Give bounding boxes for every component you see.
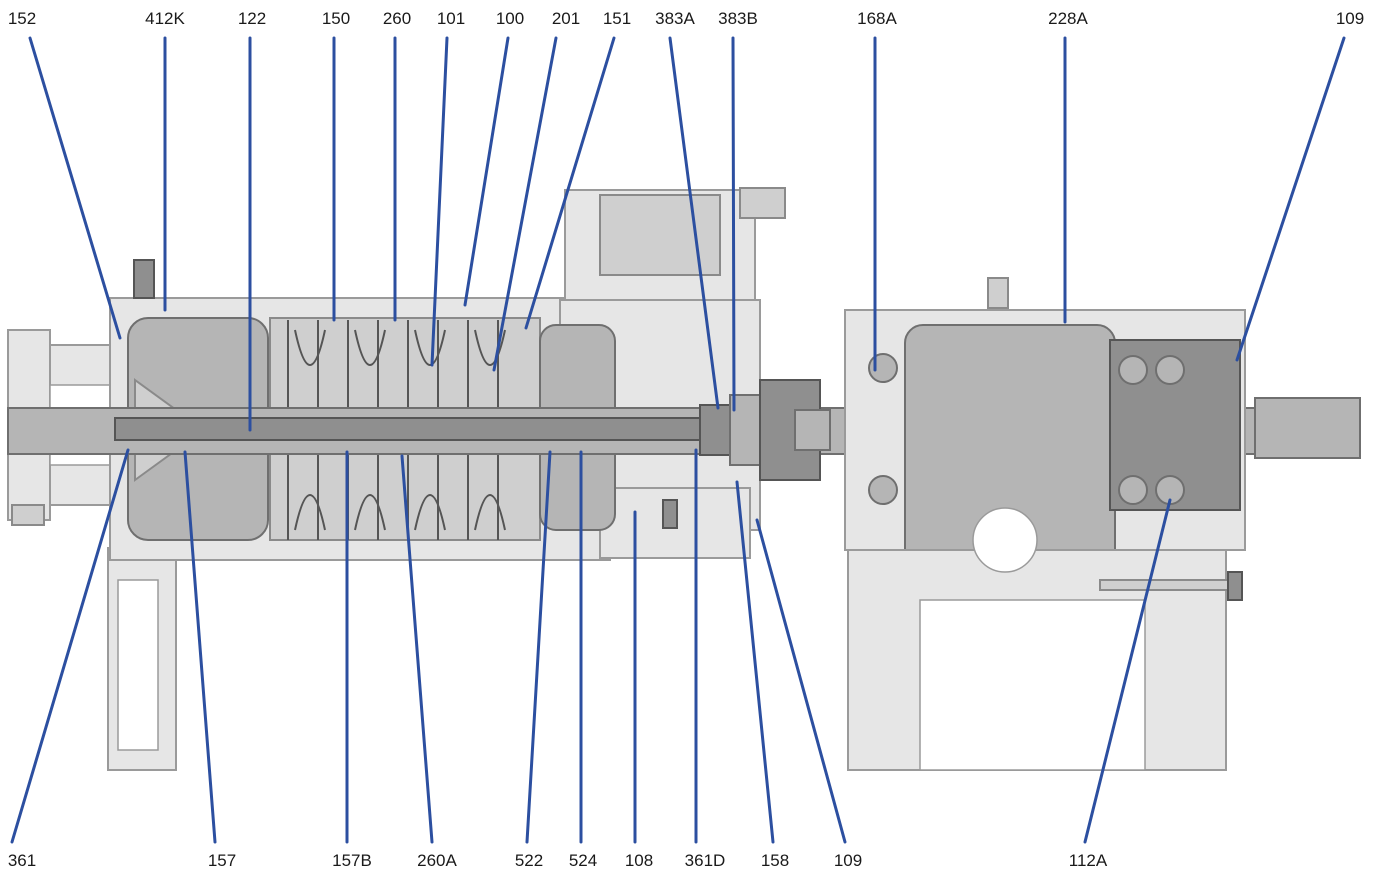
- leader-109-top: [1235, 36, 1346, 362]
- callout-152: 152: [8, 9, 36, 28]
- callout-260a: 260A: [417, 851, 457, 870]
- leader-112a-bottom: [1083, 498, 1172, 844]
- leader-260a-bottom: [400, 454, 434, 844]
- callout-151: 151: [603, 9, 631, 28]
- callout-412k: 412K: [145, 9, 185, 28]
- callout-labels-bottom: 361 157 157B 260A 522 524 108 361D 158 1…: [8, 851, 1108, 870]
- callout-157: 157: [208, 851, 236, 870]
- callout-522: 522: [515, 851, 543, 870]
- callout-361: 361: [8, 851, 36, 870]
- leader-100-top: [463, 36, 510, 307]
- leader-158-bottom: [735, 480, 775, 844]
- callout-labels-top: 152 412K 122 150 260 101 100 201 151 383…: [8, 9, 1364, 28]
- leader-383a-top: [668, 36, 720, 410]
- leader-383b-top: [731, 36, 736, 412]
- pump-illustration: [7, 187, 1361, 771]
- callout-101: 101: [437, 9, 465, 28]
- callout-150: 150: [322, 9, 350, 28]
- callout-524: 524: [569, 851, 597, 870]
- leader-lines: [10, 36, 1346, 844]
- leader-157-bottom: [183, 450, 217, 844]
- leader-201-top: [492, 36, 558, 372]
- callout-112a: 112A: [1069, 851, 1108, 870]
- callout-157b: 157B: [332, 851, 372, 870]
- callout-260: 260: [383, 9, 411, 28]
- callout-158: 158: [761, 851, 789, 870]
- callout-383a: 383A: [655, 9, 695, 28]
- leader-361-bottom: [10, 448, 130, 844]
- callout-201: 201: [552, 9, 580, 28]
- leader-522-bottom: [525, 450, 552, 844]
- callout-108: 108: [625, 851, 653, 870]
- callout-122: 122: [238, 9, 266, 28]
- callout-361d: 361D: [685, 851, 726, 870]
- bolts: [133, 259, 1243, 601]
- pump-casing-left-foot: [107, 547, 177, 771]
- leader-101-top: [430, 36, 449, 367]
- leader-151-top: [524, 36, 616, 330]
- mechanical-seal: [699, 379, 831, 481]
- callout-168a: 168A: [857, 9, 897, 28]
- bearing-frame: [844, 277, 1246, 771]
- callout-228a: 228A: [1048, 9, 1088, 28]
- ball-bearings: [868, 353, 1185, 505]
- callout-100: 100: [496, 9, 524, 28]
- callout-109-top: 109: [1336, 9, 1364, 28]
- leader-109-bottom: [755, 518, 847, 844]
- callout-383b: 383B: [718, 9, 758, 28]
- callout-109-bottom: 109: [834, 851, 862, 870]
- leader-152-top: [28, 36, 122, 340]
